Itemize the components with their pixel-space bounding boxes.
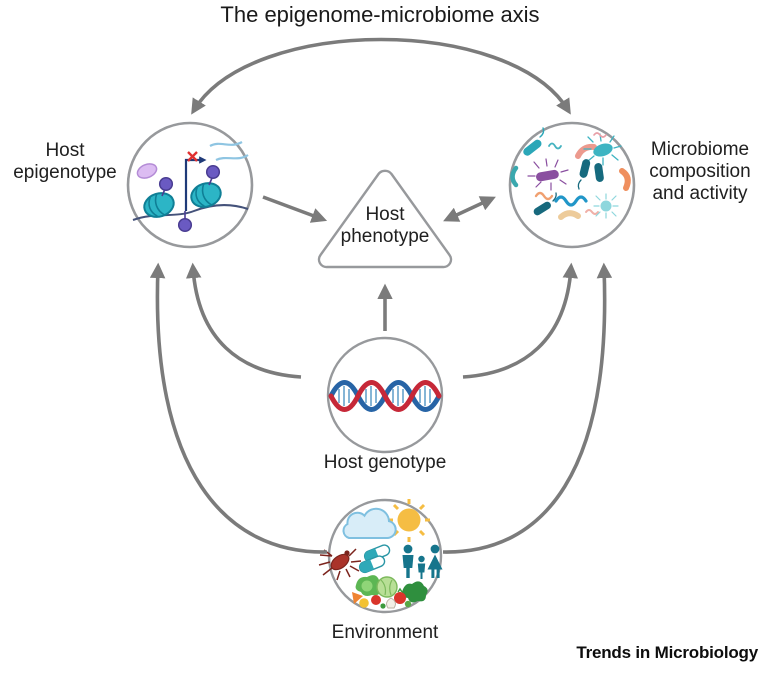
environment-label: Environment	[331, 622, 439, 643]
arrow-environment-to-microbiome	[442, 262, 613, 554]
methyl-mark	[158, 176, 174, 192]
arrow-genotype-to-microbiome	[462, 262, 579, 379]
spiky-microbe	[593, 193, 619, 219]
methyl-mark	[205, 164, 221, 180]
epigenetic-marks-icon	[132, 141, 249, 233]
nucleosome-icon	[190, 182, 222, 208]
phenotype-triangle	[317, 169, 453, 269]
arrow-epigenotype-to-phenotype	[262, 195, 328, 223]
arrow-environment-to-epigenotype	[149, 262, 328, 554]
block-x-icon	[187, 151, 198, 162]
page-title: The epigenome-microbiome axis	[220, 2, 540, 27]
cloud-icon	[342, 507, 397, 540]
tick-icon	[318, 548, 362, 581]
family-icon	[402, 544, 443, 579]
arrow-phenotype-microbiome	[443, 196, 496, 222]
microbes-icon	[510, 127, 631, 220]
genotype-label: Host genotype	[323, 452, 447, 473]
rna-strand	[209, 141, 243, 147]
environment-icon	[318, 499, 443, 609]
nucleosome-icon	[143, 192, 175, 218]
vegetables-icon	[352, 575, 428, 609]
dna-helix-icon	[328, 380, 442, 412]
blocked-transcription-arrow	[184, 156, 207, 211]
microbiome-node	[508, 121, 636, 249]
rna-strand	[215, 154, 249, 162]
spiky-microbe	[527, 158, 569, 191]
arrow-genotype-to-epigenotype	[185, 262, 302, 379]
phenotype-label: Host phenotype	[340, 204, 430, 247]
pill-icon	[358, 555, 386, 574]
microbiome-label: Microbiome composition and activity	[649, 139, 751, 204]
journal-name: Trends in Microbiology	[576, 643, 758, 662]
effector-blob	[136, 163, 158, 179]
arrow-epigenome-microbiome-axis	[191, 37, 571, 115]
epigenotype-label: Host epigenotype	[13, 140, 117, 183]
methyl-mark	[177, 217, 193, 233]
